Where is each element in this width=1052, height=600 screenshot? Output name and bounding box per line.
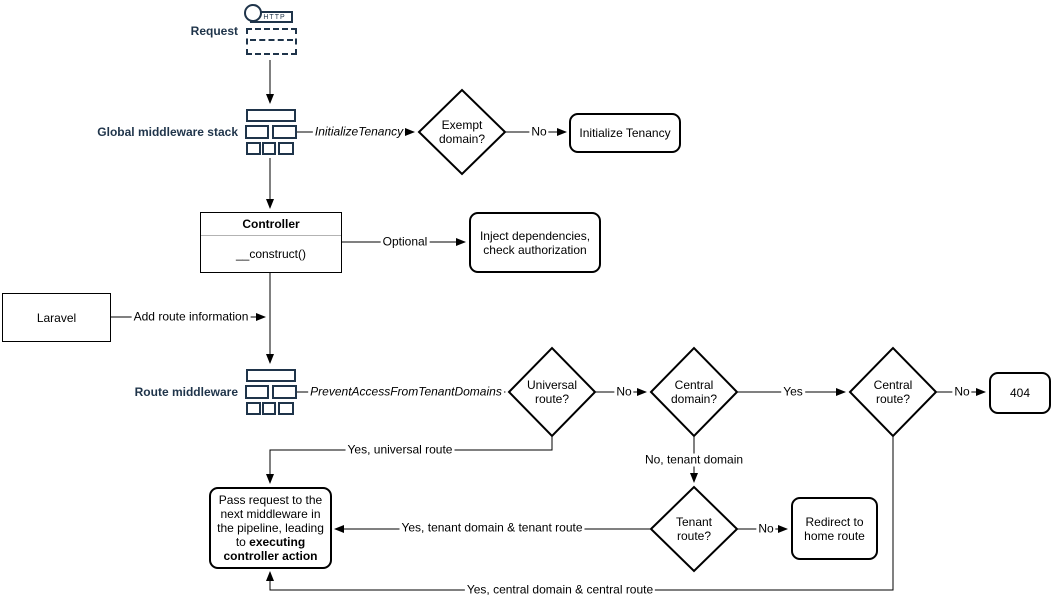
edge-label-initialize-tenancy: InitializeTenancy <box>312 124 406 139</box>
edge-label-yes-universal-route: Yes, universal route <box>345 442 455 457</box>
universal-route-decision: Universal route? <box>526 378 577 406</box>
request-body-box <box>246 28 297 55</box>
edge-label-exempt-no: No <box>529 124 549 139</box>
edge-label-central-domain-yes: Yes <box>781 384 805 399</box>
stack-row2-b <box>272 385 297 399</box>
http-circle-icon <box>244 4 262 22</box>
stack-row2-b <box>272 125 297 139</box>
controller-title: Controller <box>242 216 300 231</box>
stack-row3-b <box>262 402 276 415</box>
laravel-box-shape <box>2 293 111 342</box>
laravel-box: Laravel <box>36 310 77 325</box>
edge-label-no-tenant-domain: No, tenant domain <box>642 452 746 467</box>
tenant-route-decision: Tenant route? <box>675 515 713 543</box>
stack-row1 <box>246 369 296 382</box>
stack-row3-a <box>246 142 261 155</box>
pass-request-text: Pass request to the next middleware in t… <box>217 493 324 549</box>
pass-request-bold-text: executing controller action <box>223 535 318 563</box>
edge-label-add-route-information: Add route information <box>131 309 251 324</box>
stack-row3-c <box>278 402 294 415</box>
stack-row3-b <box>262 142 276 155</box>
edge-label-universal-no: No <box>614 384 634 399</box>
central-route-shape <box>848 346 938 438</box>
stack-row2-a <box>245 385 269 399</box>
edge-label-tenant-no: No <box>756 521 776 536</box>
pass-request-box: Pass request to the next middleware in t… <box>213 490 328 566</box>
edge-label-yes-central-domain: Yes, central domain & central route <box>464 582 656 597</box>
inject-dependencies-box: Inject dependencies, check authorization <box>479 228 591 257</box>
tenant-route-shape <box>649 485 739 573</box>
404-box: 404 <box>1009 386 1031 400</box>
stack-row2-a <box>245 125 269 139</box>
exempt-domain-decision: Exempt domain? <box>438 118 486 146</box>
edge-label-prevent-access: PreventAccessFromTenantDomains <box>308 384 504 399</box>
stack-row1 <box>246 109 296 122</box>
initialize-tenancy-box: Initialize Tenancy <box>579 126 671 140</box>
central-domain-decision: Central domain? <box>670 378 718 406</box>
inject-dependencies-shape <box>469 212 601 273</box>
route-middleware-stack-icon <box>245 369 297 417</box>
route-middleware-stage-label: Route middleware <box>134 385 238 399</box>
exempt-domain-shape <box>417 88 507 176</box>
redirect-home-shape <box>791 497 878 560</box>
edge-label-yes-tenant-domain: Yes, tenant domain & tenant route <box>399 520 585 535</box>
initialize-tenancy-shape <box>569 113 681 153</box>
404-shape <box>989 372 1051 414</box>
central-domain-shape <box>649 346 739 438</box>
central-route-decision: Central route? <box>873 378 913 406</box>
http-text: HTTP <box>263 13 286 21</box>
universal-route-shape <box>507 346 597 438</box>
edge-label-optional: Optional <box>380 234 430 249</box>
controller-box-shape <box>200 212 342 273</box>
stack-row3-c <box>278 142 294 155</box>
global-middleware-stage-label: Global middleware stack <box>97 125 238 139</box>
edge-label-central-route-no: No <box>952 384 972 399</box>
stack-row3-a <box>246 402 261 415</box>
request-body-divider <box>250 39 293 41</box>
pass-request-shape <box>209 487 332 569</box>
controller-method: __construct() <box>235 247 307 261</box>
redirect-home-box: Redirect to home route <box>804 514 865 543</box>
global-middleware-stack-icon <box>245 109 297 157</box>
http-request-icon: HTTP <box>244 4 298 56</box>
request-stage-label: Request <box>190 24 238 38</box>
